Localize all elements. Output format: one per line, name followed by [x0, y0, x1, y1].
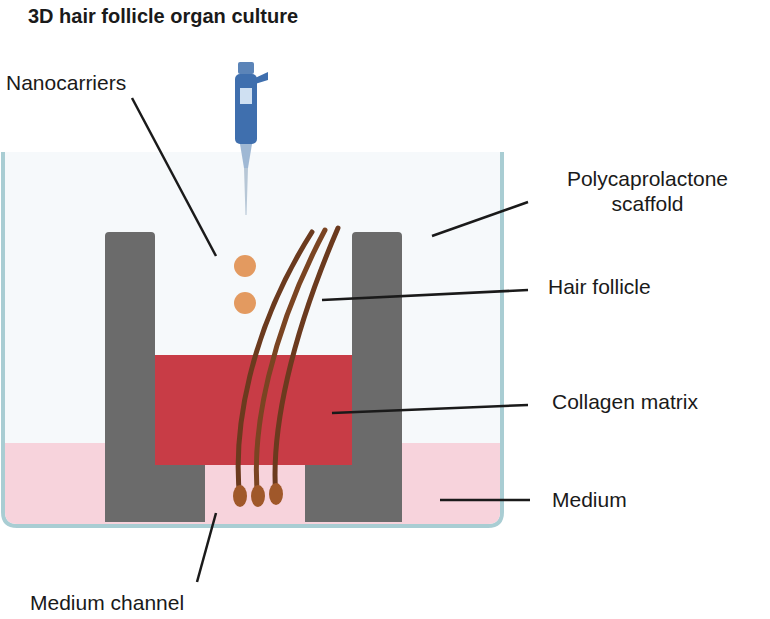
- nanocarrier: [234, 255, 256, 277]
- pipette: [235, 62, 268, 215]
- part-label: Collagen matrix: [552, 389, 698, 414]
- diagram-title: 3D hair follicle organ culture: [28, 4, 298, 28]
- part-label: Polycaprolactone scaffold: [540, 166, 755, 216]
- part-label: Hair follicle: [548, 274, 651, 299]
- nanocarrier: [234, 292, 256, 314]
- culture-well: [3, 152, 502, 526]
- part-label: Nanocarriers: [6, 70, 126, 95]
- leader-lines: [132, 98, 530, 582]
- part-label: Medium: [552, 487, 627, 512]
- part-label: Medium channel: [30, 590, 184, 615]
- scaffold-left: [105, 232, 205, 522]
- hair-follicles: [233, 228, 338, 507]
